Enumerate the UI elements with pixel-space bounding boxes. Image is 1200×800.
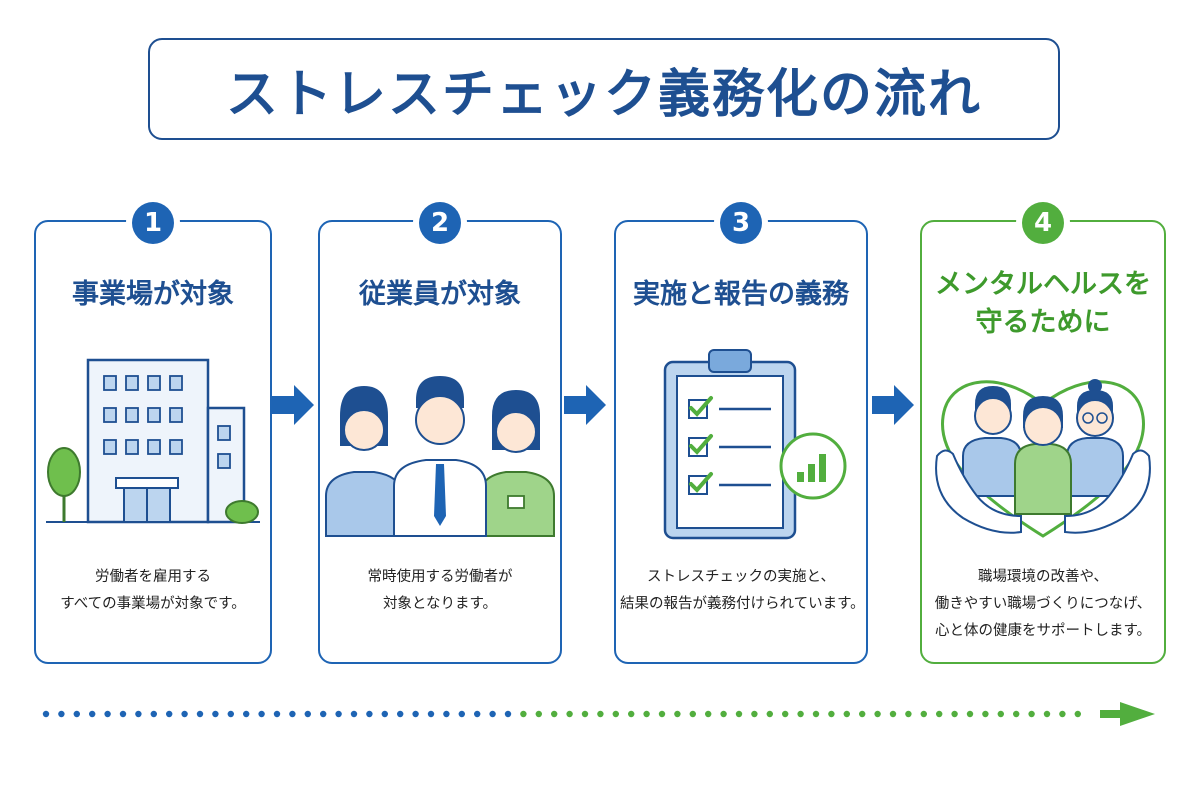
progress-dot: [628, 710, 635, 718]
progress-dot: [273, 710, 281, 718]
progress-dot: [905, 710, 912, 718]
progress-dot: [997, 710, 1004, 718]
progress-dot: [212, 710, 219, 718]
progress-dot: [350, 710, 358, 718]
progress-dot: [504, 710, 512, 718]
step-card-3: 3 実施と報告の義務: [614, 202, 868, 664]
progress-dot: [735, 710, 743, 718]
progress-dot: [720, 710, 727, 718]
progress-dot: [1059, 710, 1066, 718]
progress-dot: [843, 710, 850, 718]
step-title: 実施と報告の義務: [633, 279, 849, 310]
progress-dot: [366, 710, 373, 718]
progress-dot: [381, 710, 388, 718]
progress-dot: [166, 710, 173, 718]
progress-dot: [566, 710, 573, 718]
progress-dot: [427, 710, 435, 718]
progress-dot: [535, 710, 542, 718]
progress-dot: [258, 710, 265, 718]
arrow-right-icon: [872, 385, 914, 425]
progress-dot: [89, 710, 96, 718]
progress-dot: [119, 710, 127, 718]
progress-dot: [658, 710, 666, 718]
step-description: 職場環境の改善や、 働きやすい職場づくりにつなげ、 心と体の健康をサポートします…: [934, 569, 1152, 639]
progress-dot: [674, 710, 681, 718]
heart-hands-people-icon: [922, 346, 1164, 546]
progress-dot: [397, 710, 404, 718]
progress-dot: [782, 710, 789, 718]
progress-dot: [828, 710, 835, 718]
progress-dot: [1043, 710, 1051, 718]
step-title: 従業員が対象: [359, 279, 521, 310]
progress-dot: [1074, 710, 1082, 718]
progress-dotted-arrow: [42, 702, 1155, 726]
progress-dot: [597, 710, 604, 718]
title-box: ストレスチェック義務化の流れ: [148, 38, 1060, 140]
step-description: 常時使用する労働者が 対象となります。: [367, 569, 513, 612]
progress-dot: [797, 710, 804, 718]
progress-dot: [705, 710, 712, 718]
arrow-right-icon: [272, 385, 314, 425]
step-description: ストレスチェックの実施と、 結果の報告が義務付けられています。: [620, 569, 865, 612]
progress-dot: [304, 710, 311, 718]
progress-dot: [474, 710, 481, 718]
progress-dot: [982, 710, 989, 718]
progress-dot: [689, 710, 696, 718]
progress-dot: [859, 710, 866, 718]
progress-dot: [936, 710, 943, 718]
progress-dot: [1028, 710, 1035, 718]
checklist-clipboard-icon: [616, 346, 866, 546]
progress-dot: [812, 710, 820, 718]
progress-dot: [458, 710, 465, 718]
step-card-2: 2 従業員が対象 常時使用する労働者が 対象となります。: [318, 202, 562, 664]
step-title: メンタルヘルスを 守るために: [935, 269, 1151, 338]
progress-dot: [581, 710, 589, 718]
progress-dot: [951, 710, 958, 718]
step-number-badge: 1: [132, 202, 174, 244]
progress-dot: [766, 710, 773, 718]
progress-dot: [551, 710, 558, 718]
progress-dot: [150, 710, 157, 718]
progress-dot: [612, 710, 619, 718]
progress-dot: [874, 710, 881, 718]
progress-dot: [335, 710, 342, 718]
step-card-4: 4 メンタルヘルスを 守るために 職場環境の改善や、 働きやすい職場づくりにつな: [920, 202, 1166, 664]
progress-dot: [42, 710, 50, 718]
arrow-right-icon: [564, 385, 606, 425]
progress-dot: [243, 710, 250, 718]
progress-dot: [181, 710, 188, 718]
step-title: 事業場が対象: [72, 279, 234, 310]
page-title: ストレスチェック義務化の流れ: [225, 64, 982, 125]
progress-dot: [320, 710, 327, 718]
arrow-head-icon: [1100, 702, 1155, 726]
progress-dot: [489, 710, 496, 718]
progress-dot: [135, 710, 142, 718]
progress-dot: [920, 710, 927, 718]
step-description: 労働者を雇用する すべての事業場が対象です。: [60, 569, 246, 612]
progress-dot: [196, 710, 204, 718]
progress-dot: [520, 710, 527, 718]
progress-dot: [889, 710, 897, 718]
office-building-icon: [36, 346, 270, 546]
progress-dot: [104, 710, 111, 718]
employees-group-icon: [320, 346, 560, 546]
progress-dot: [966, 710, 974, 718]
progress-dot: [227, 710, 234, 718]
progress-dot: [751, 710, 758, 718]
progress-dot: [643, 710, 650, 718]
progress-dot: [73, 710, 80, 718]
step-number-badge: 4: [1022, 202, 1064, 244]
step-number-badge: 2: [419, 202, 461, 244]
progress-dot: [443, 710, 450, 718]
progress-dot: [289, 710, 296, 718]
step-card-1: 1 事業場が対象: [34, 202, 272, 664]
progress-dot: [58, 710, 65, 718]
progress-dot: [1013, 710, 1020, 718]
step-number-badge: 3: [720, 202, 762, 244]
progress-dot: [412, 710, 419, 718]
